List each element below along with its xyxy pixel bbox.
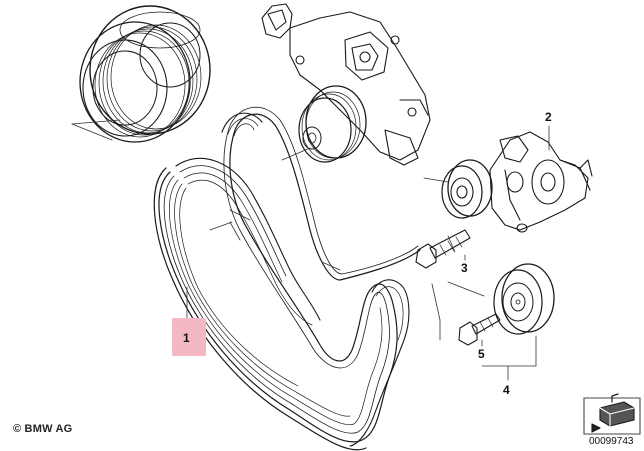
water-pump [261, 3, 431, 166]
document-number: 00099743 [589, 436, 634, 447]
tensioner-bolt [415, 229, 471, 269]
idler-bolt [458, 313, 501, 346]
water-pump-pulley [298, 85, 367, 163]
callout-1-highlight[interactable]: 1 [172, 318, 206, 356]
callout-1: 1 [183, 331, 190, 345]
leader-lines [71, 119, 550, 381]
callout-4[interactable]: 4 [503, 383, 510, 397]
belt-tensioner [441, 131, 593, 233]
vehicle-symbol-icon [583, 393, 641, 435]
callout-5[interactable]: 5 [478, 347, 485, 361]
serpentine-belt [153, 106, 421, 451]
crankshaft-pulley [79, 5, 211, 143]
copyright-text: © BMW AG [13, 423, 73, 435]
callout-2[interactable]: 2 [545, 110, 552, 124]
callout-3[interactable]: 3 [461, 261, 468, 275]
idler-pulley [493, 263, 555, 335]
